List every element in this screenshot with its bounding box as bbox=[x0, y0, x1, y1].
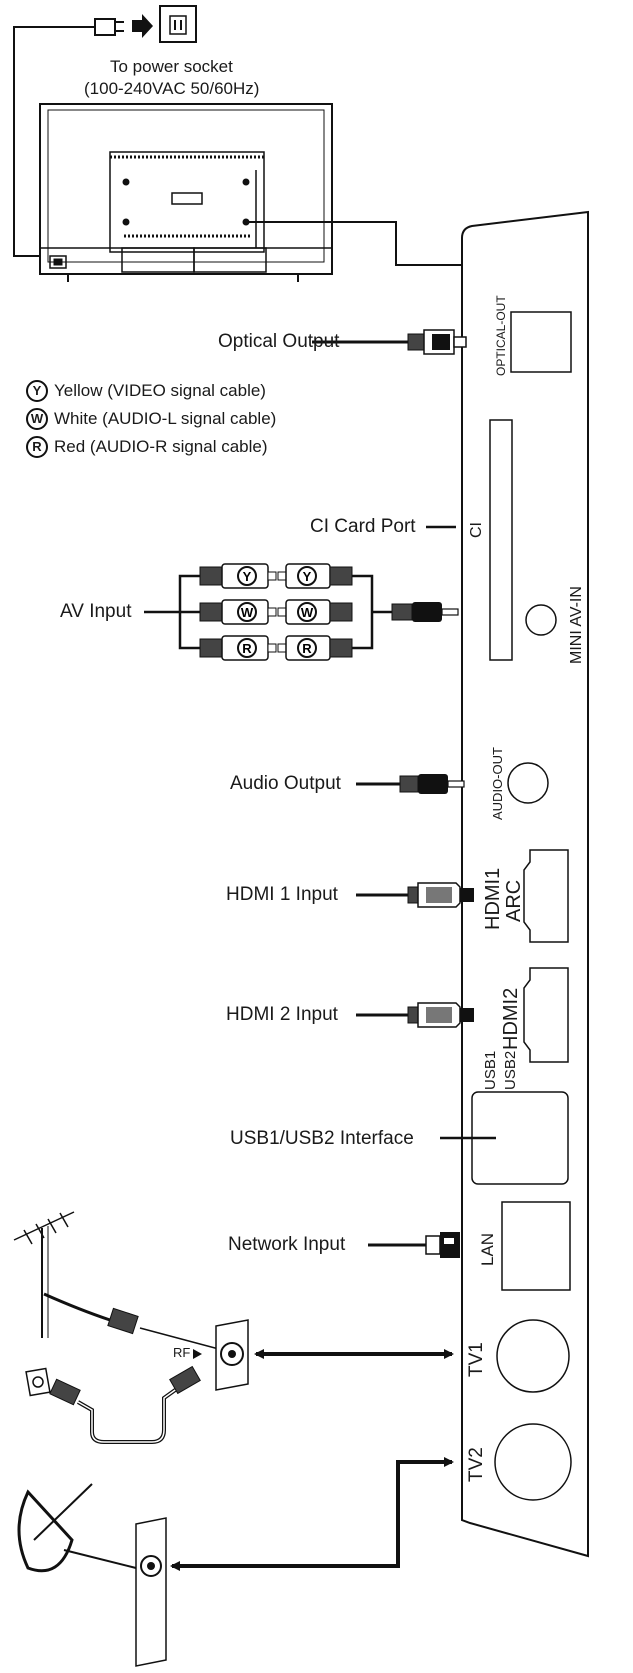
tv2-port bbox=[494, 1423, 572, 1501]
legend-red: R Red (AUDIO-R signal cable) bbox=[26, 436, 268, 458]
antenna-cable bbox=[43, 1292, 231, 1353]
legend-yellow-text: Yellow (VIDEO signal cable) bbox=[54, 381, 266, 400]
network-input-label: Network Input bbox=[228, 1234, 346, 1255]
port-label-audio-out: AUDIO-OUT bbox=[490, 747, 505, 820]
port-label-optical: OPTICAL-OUT bbox=[494, 295, 508, 376]
power-socket-label-2: (100-240VAC 50/60Hz) bbox=[84, 79, 260, 98]
rca-letter: Y bbox=[303, 569, 312, 584]
hdmi2-input-label: HDMI 2 Input bbox=[226, 1004, 338, 1025]
legend-r-icon: R bbox=[26, 436, 48, 458]
port-label-tv1: TV1 bbox=[466, 1342, 487, 1377]
tv-to-panel-cable bbox=[246, 221, 462, 266]
port-label-mini-av: MINI AV-IN bbox=[568, 586, 585, 664]
ci-card-slot bbox=[489, 419, 513, 661]
rca-plug-left: W bbox=[199, 599, 277, 625]
ci-card-port-label: CI Card Port bbox=[310, 516, 416, 537]
power-socket-icon bbox=[159, 5, 197, 43]
optical-output-label: Optical Output bbox=[218, 331, 340, 352]
lan-cable bbox=[368, 1232, 460, 1258]
power-plug-icon bbox=[94, 18, 124, 36]
rf-arrow-icon bbox=[193, 1349, 202, 1359]
arrow-right-icon bbox=[132, 14, 153, 38]
port-label-arc: ARC bbox=[503, 879, 525, 922]
av-input-label: AV Input bbox=[60, 601, 132, 622]
legend-yellow: Y Yellow (VIDEO signal cable) bbox=[26, 380, 266, 402]
rca-plug-left: Y bbox=[199, 563, 277, 589]
audio-out-cable bbox=[356, 774, 465, 794]
wall-outlet-cable bbox=[25, 1365, 201, 1444]
rca-letter: W bbox=[301, 605, 314, 620]
tv-back-illustration bbox=[39, 103, 333, 282]
rca-letter: R bbox=[302, 641, 312, 656]
rca-plug-right: R bbox=[277, 635, 353, 661]
av-cables bbox=[144, 574, 392, 650]
rca-letter: Y bbox=[243, 569, 252, 584]
tv2-double-arrow bbox=[170, 1457, 454, 1571]
rca-letter: R bbox=[242, 641, 252, 656]
sat-wall-socket bbox=[135, 1517, 167, 1667]
rf-label: RF bbox=[173, 1345, 191, 1360]
mini-av-jack bbox=[525, 604, 557, 636]
power-socket-label-1: To power socket bbox=[110, 57, 233, 76]
rca-plug-left: R bbox=[199, 635, 277, 661]
audio-output-label: Audio Output bbox=[230, 773, 341, 794]
antenna-icon bbox=[13, 1211, 75, 1338]
port-label-hdmi2: HDMI2 bbox=[500, 987, 522, 1050]
port-label-lan: LAN bbox=[478, 1232, 497, 1266]
legend-y-icon: Y bbox=[26, 380, 48, 402]
legend-white: W White (AUDIO-L signal cable) bbox=[26, 408, 276, 430]
mini-av-plug bbox=[391, 602, 459, 622]
port-label-usb1: USB1 bbox=[482, 1050, 499, 1090]
optical-cable bbox=[356, 329, 467, 355]
port-label-tv2: TV2 bbox=[466, 1447, 487, 1482]
rca-letter: W bbox=[241, 605, 254, 620]
hdmi1-input-label: HDMI 1 Input bbox=[226, 884, 338, 905]
hdmi2-port bbox=[523, 967, 569, 1063]
hdmi1-port bbox=[523, 849, 569, 943]
rf-wall-socket bbox=[215, 1319, 249, 1391]
hdmi2-cable bbox=[356, 1002, 474, 1028]
optical-port bbox=[510, 311, 572, 373]
rca-plug-right: W bbox=[277, 599, 353, 625]
port-label-usb2: USB2 bbox=[502, 1050, 519, 1090]
audio-out-jack bbox=[507, 762, 549, 804]
av-rca-plugs: Y Y W W R R bbox=[199, 563, 353, 661]
port-label-hdmi1: HDMI1 bbox=[482, 867, 504, 930]
legend-white-text: White (AUDIO-L signal cable) bbox=[54, 409, 277, 428]
satellite-dish-icon bbox=[17, 1483, 137, 1573]
legend-red-text: Red (AUDIO-R signal cable) bbox=[54, 437, 268, 456]
hdmi1-cable bbox=[356, 882, 474, 908]
tv1-port bbox=[496, 1319, 570, 1393]
rca-plug-right: Y bbox=[277, 563, 353, 589]
lan-port bbox=[501, 1201, 571, 1291]
port-label-ci: CI bbox=[468, 522, 485, 538]
usb-interface-label: USB1/USB2 Interface bbox=[230, 1128, 414, 1149]
legend-w-icon: W bbox=[26, 408, 48, 430]
